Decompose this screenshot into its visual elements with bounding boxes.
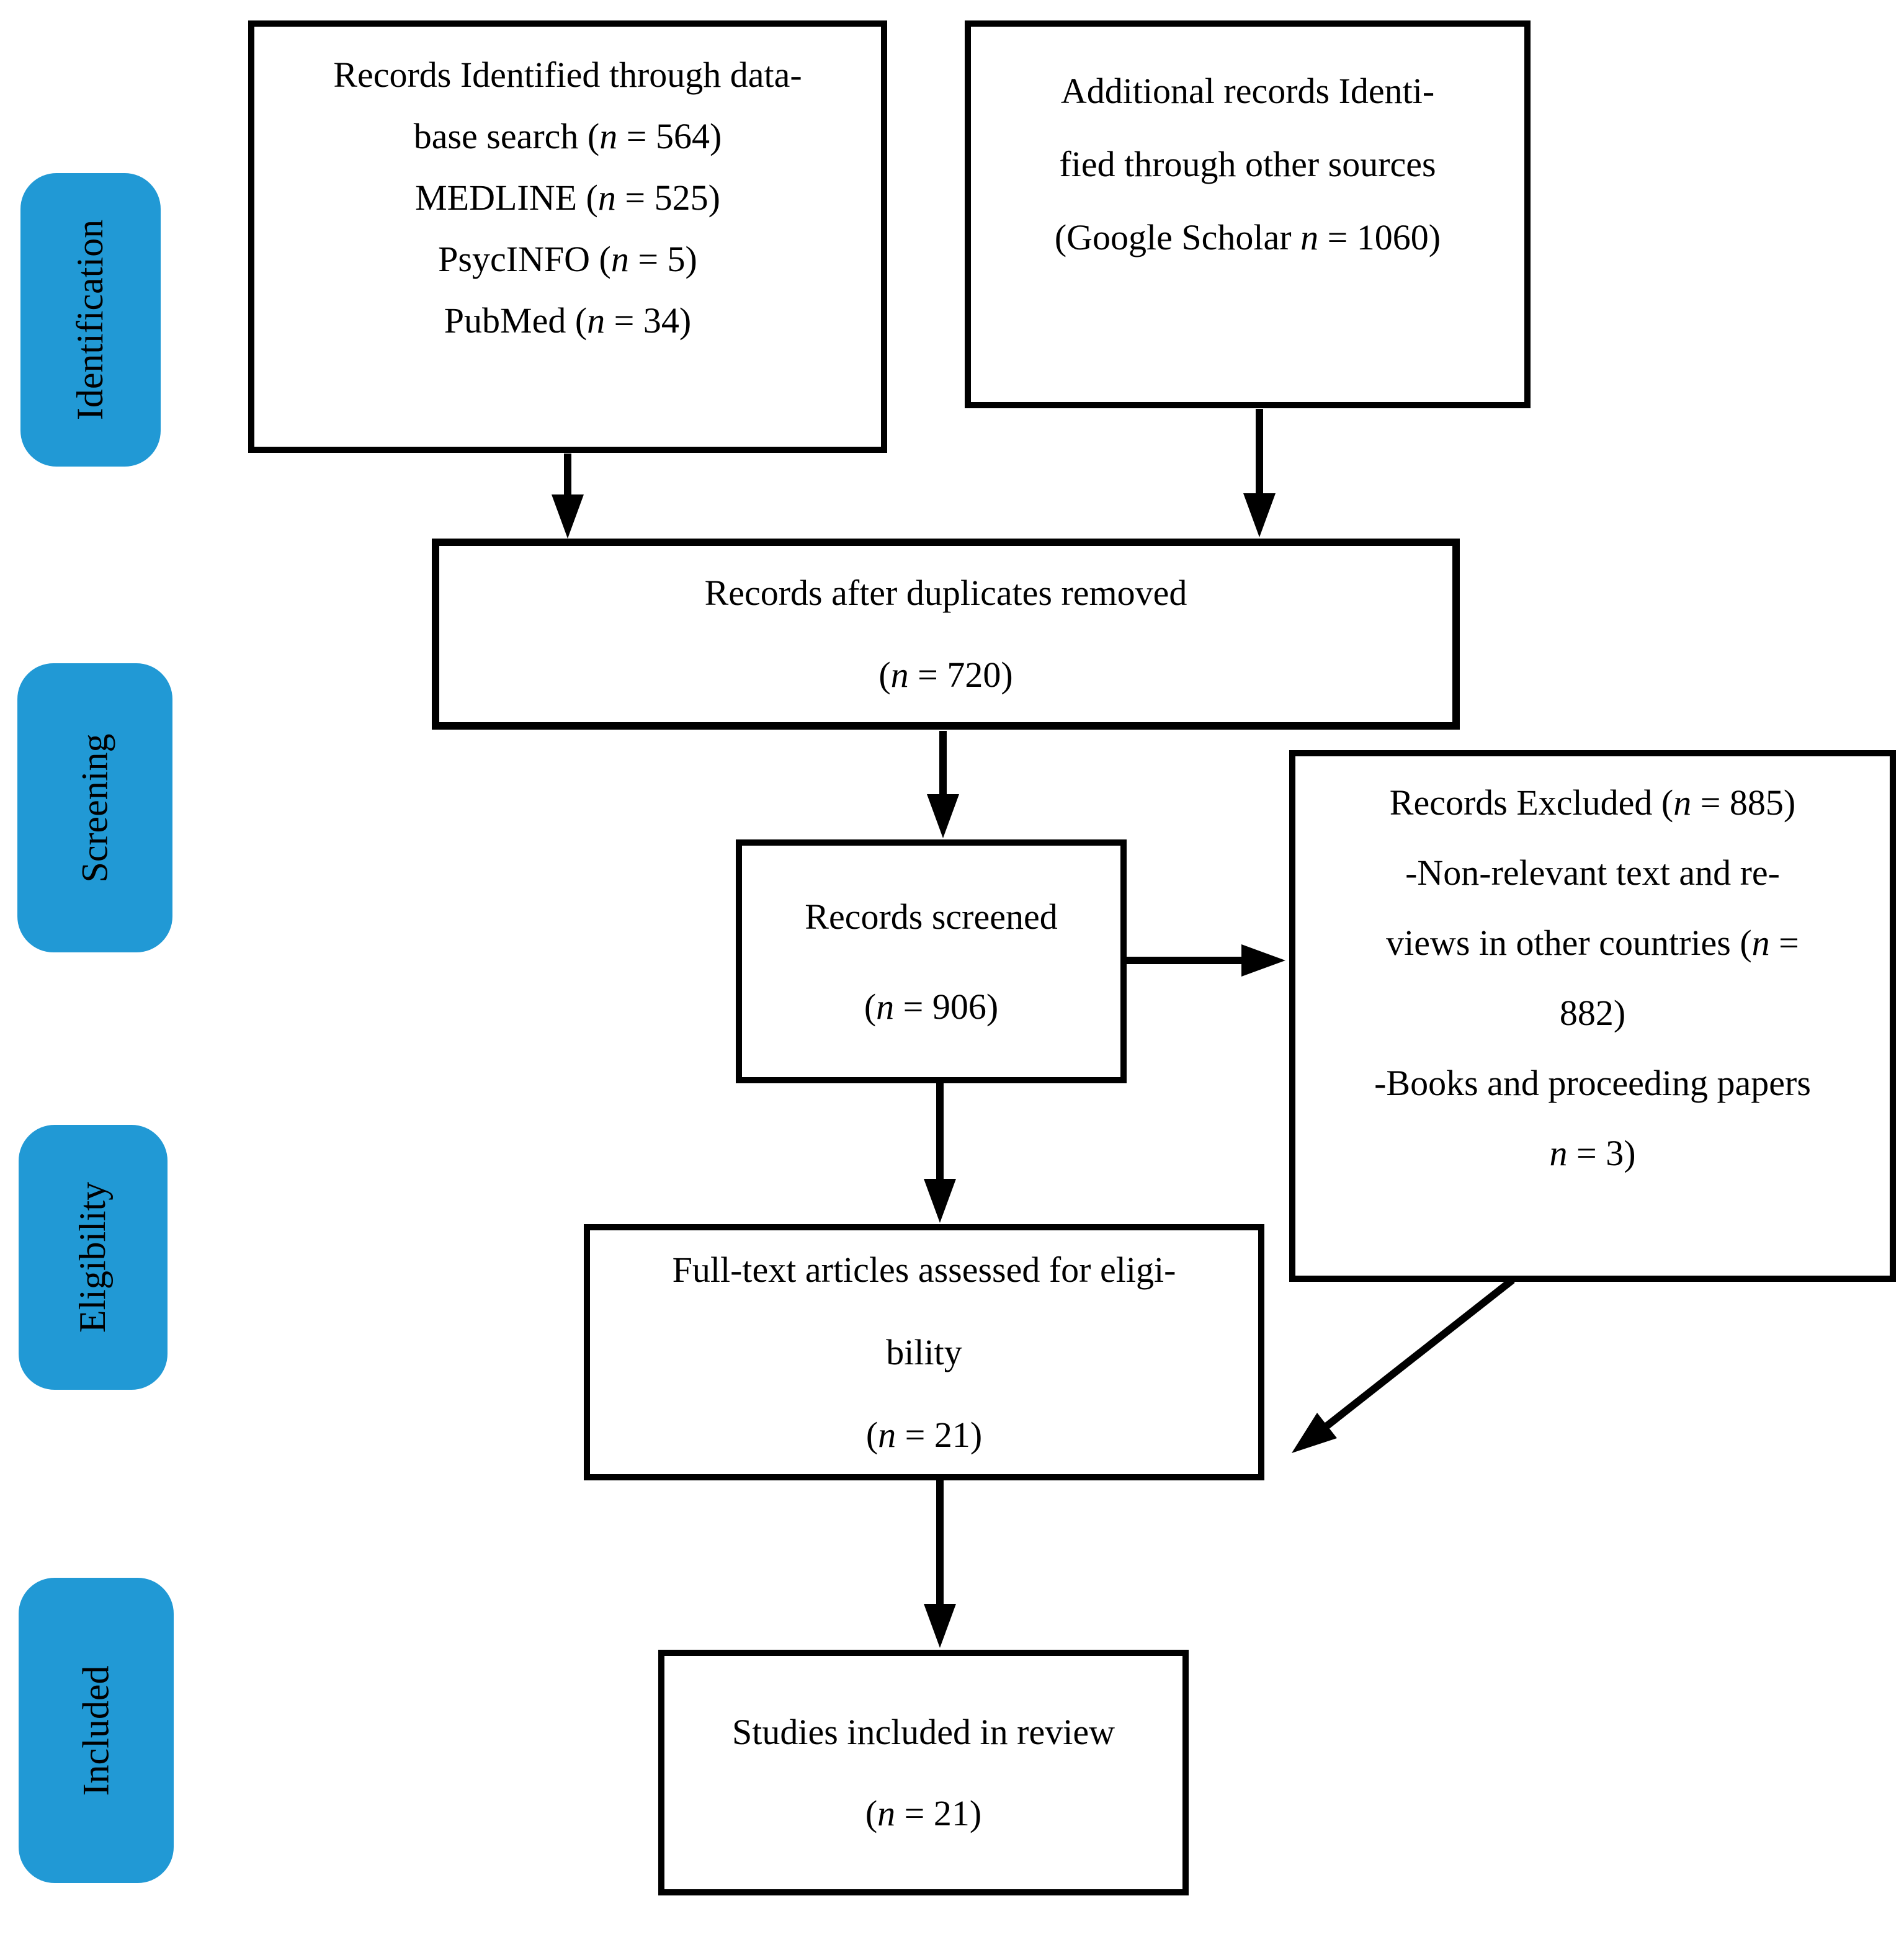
box-records-identified: Records Identified through data-base sea… [248,20,887,453]
arrow-screened-to-excluded [1127,944,1285,977]
box-text-line: Additional records Identi- [1060,71,1435,111]
stage-label-eligibility-text: Eligibility [72,1181,114,1333]
box-text-line: fied through other sources [1059,144,1436,184]
box-text-line: -Non-relevant text and re- [1405,852,1780,893]
box-text-line: Full-text articles assessed for eligi- [672,1250,1176,1290]
box-studies-included: Studies included in review (n = 21) [658,1650,1189,1895]
box-text-line: n = 3) [1549,1133,1636,1173]
box-duplicates-removed: Records after duplicates removed (n = 720… [432,539,1460,730]
box-fulltext-assessed: Full-text articles assessed for eligi-bi… [584,1224,1264,1480]
box-records-excluded: Records Excluded (n = 885) -Non-relevant … [1289,750,1896,1282]
box-text-line: Records screened [805,896,1058,937]
arrow-excluded-to-fulltext [1292,1277,1515,1453]
box-text-line: (n = 21) [865,1793,982,1833]
box-text-line: (n = 21) [865,1415,983,1455]
arrow-screened-to-fulltext [924,1083,956,1223]
arrow-fulltext-to-included [924,1480,956,1648]
box-text-line: base search (n = 564) [413,116,722,156]
stage-label-identification: Identification [20,173,161,467]
box-records-screened: Records screened (n = 906) [736,839,1127,1083]
box-additional-records: Additional records Identi-fied through o… [965,20,1531,408]
box-text-line: bility [886,1332,962,1372]
stage-label-included: Included [19,1578,174,1883]
box-text-line: 882) [1559,993,1626,1033]
box-text-line: (n = 720) [878,655,1013,695]
stage-label-eligibility: Eligibility [19,1125,168,1390]
box-text-line: Records Excluded (n = 885) [1389,782,1796,823]
box-text-line: PubMed (n = 34) [444,300,692,341]
stage-label-identification-text: Identification [69,219,111,421]
box-text-line: Studies included in review [732,1712,1115,1752]
stage-label-screening-text: Screening [74,733,115,882]
arrow-duplicates-to-screened [927,731,959,838]
box-text-line: views in other countries (n = [1386,923,1799,963]
stage-label-screening: Screening [17,663,172,952]
box-text-line: (Google Scholar n = 1060) [1054,217,1441,257]
arrow-identified-to-duplicates [552,454,584,539]
stage-label-included-text: Included [75,1665,117,1796]
box-text-line: (n = 906) [864,986,999,1027]
box-text-line: Records Identified through data- [333,55,802,95]
box-text-line: MEDLINE (n = 525) [415,177,720,218]
box-text-line: PsycINFO (n = 5) [438,239,697,279]
box-text-line: Records after duplicates removed [704,573,1187,613]
box-text-line: -Books and proceeding papers [1374,1063,1811,1103]
arrow-additional-to-duplicates [1243,409,1276,537]
